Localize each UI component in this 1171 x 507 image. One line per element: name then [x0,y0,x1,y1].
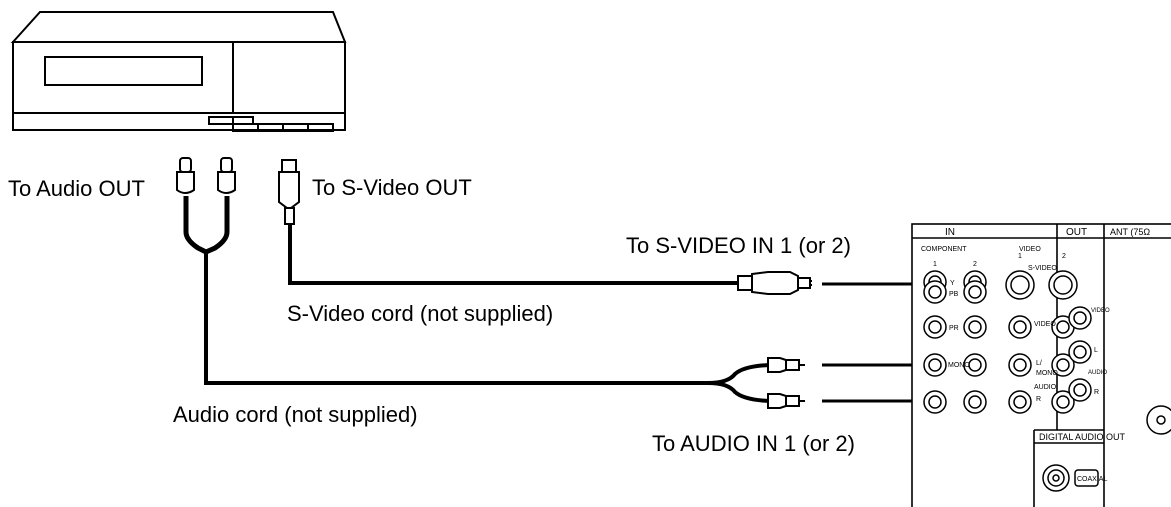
panel-text: IN OUT ANT (75Ω COMPONENT VIDEO 1 2 1 2 … [921,227,1150,483]
label-svideo-cord: S-Video cord (not supplied) [287,301,554,326]
panel-out-l-label: L [1094,347,1098,354]
label-to-svideo-out: To S-Video OUT [312,175,472,200]
panel-pr-label: PR [949,325,959,332]
panel-num1-a: 1 [933,261,937,268]
panel-out-video-label: VIDEO [1091,308,1110,314]
panel-num2-b: 2 [1062,253,1066,260]
panel-coaxial-label: COAXIAL [1077,476,1107,483]
label-to-svideo-in: To S-VIDEO IN 1 (or 2) [626,233,851,258]
panel-out-label: OUT [1066,227,1087,238]
panel-video-label: VIDEO [1019,246,1041,253]
vcr-device [10,11,347,132]
panel-audio-label: AUDIO [1034,384,1057,391]
audio-plug-end-right [767,393,805,409]
label-to-audio-in: To AUDIO IN 1 (or 2) [652,431,855,456]
panel-lmono-label: L/ [1036,360,1042,367]
panel-in-label: IN [945,227,955,238]
panel-video-small-label: VIDEO [1034,321,1056,328]
panel-r-label: R [1036,396,1041,403]
panel-digital-audio-out-label: DIGITAL AUDIO OUT [1039,432,1126,442]
label-audio-cord: Audio cord (not supplied) [173,402,418,427]
panel-ant-label: ANT (75Ω [1110,227,1150,237]
audio-plug-pair-top [176,157,236,194]
panel-out-audio-label: AUDIO [1088,370,1107,376]
audio-plug-end-left [767,357,805,373]
tv-rear-panel [911,223,1171,507]
audio-cord [183,196,771,403]
panel-y-label: Y [950,280,955,287]
svideo-plug-top [278,159,300,225]
panel-mono-left-label: MONO [948,362,970,369]
panel-num2-a: 2 [973,261,977,268]
svideo-cord [288,224,738,285]
panel-jacks [923,270,1171,492]
panel-out-r-label: R [1094,389,1099,396]
panel-component-label: COMPONENT [921,246,967,253]
label-to-audio-out: To Audio OUT [8,176,145,201]
svideo-plug-end [737,271,812,295]
panel-num1-b: 1 [1018,253,1022,260]
panel-svideo-label: S-VIDEO [1028,265,1057,272]
panel-pb-label: PB [949,291,959,298]
panel-mono-label: MONO [1036,370,1058,377]
